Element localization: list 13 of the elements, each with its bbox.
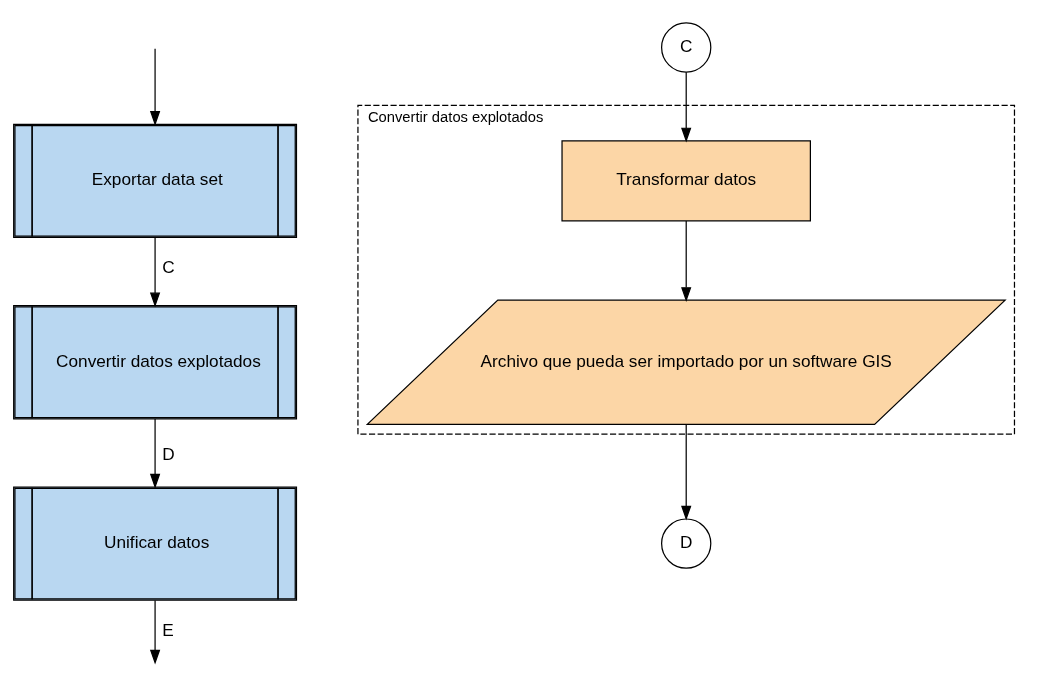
- edge-label: E: [162, 619, 174, 640]
- edge-label: C: [162, 256, 175, 277]
- arrow: [149, 47, 161, 126]
- arrow: [149, 599, 161, 665]
- arrow: [681, 219, 692, 302]
- edge-label: D: [162, 443, 175, 464]
- node-circle: D: [661, 517, 712, 569]
- arrow: [149, 418, 161, 489]
- node-box: Transformar datos: [561, 139, 811, 221]
- arrow: [681, 71, 692, 142]
- arrow: [681, 423, 692, 521]
- node-circle: C: [661, 21, 712, 73]
- arrow: [149, 236, 161, 307]
